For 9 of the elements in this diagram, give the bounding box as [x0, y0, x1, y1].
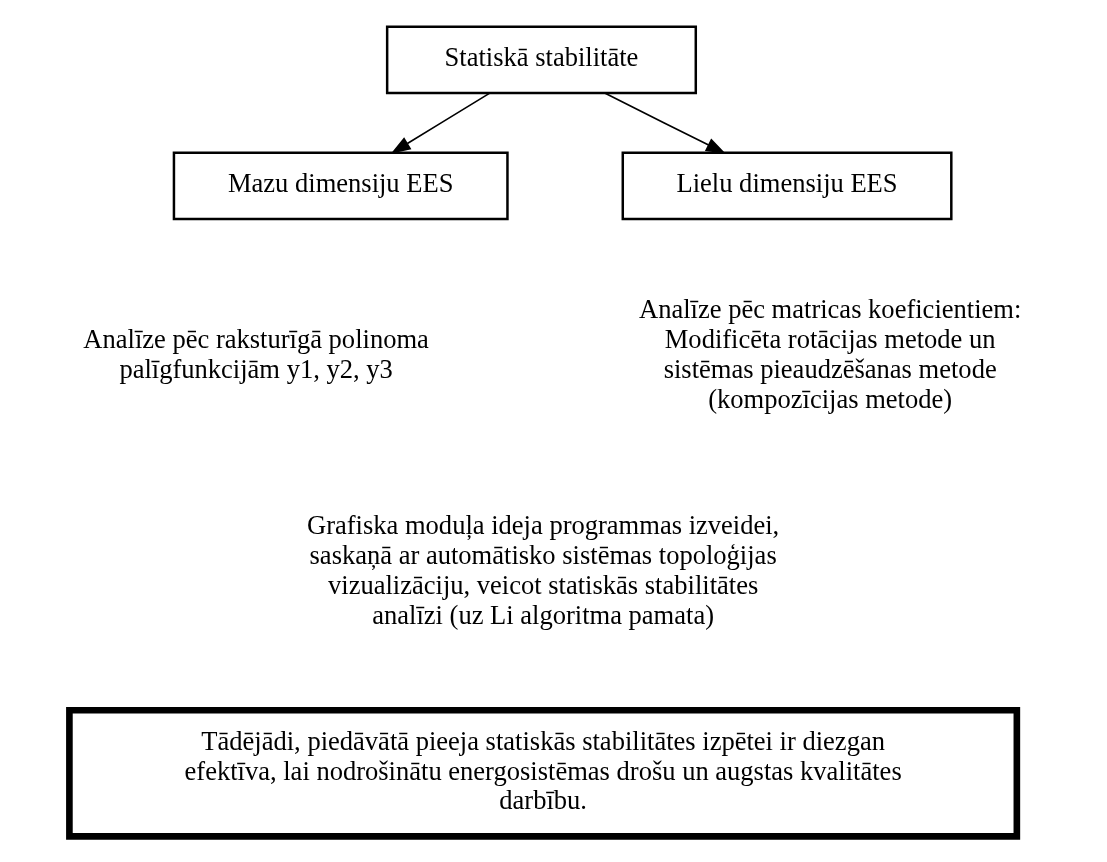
label: Analīze pēc raksturīgā polinoma palīgfunkcijām y1, y2, y3	[83, 323, 429, 384]
node-box: Statiskā stabilitāte	[385, 24, 698, 94]
arrow	[603, 91, 726, 154]
node-box: Mazu dimensiju EES	[172, 151, 509, 220]
node-box: Tādējādi, piedāvātā pieeja statiskās stabilitātes izpētei ir diezgan efektīva, lai nodrošinātu energosistēmas drošu un augstas kvalitātes darbību.	[66, 706, 1021, 840]
label: Analīze pēc matricas koeficientiem: Modificēta rotācijas metode un sistēmas pieaudzēšanas metode (kompozīcijas metode)	[639, 293, 1022, 414]
node-box: Lielu dimensiju EES	[621, 151, 953, 220]
label: Grafiska moduļa ideja programmas izveidei, saskaņā ar automātisko sistēmas topoloģijas vizualizāciju, veicot statiskās stabilitātes analīzi (uz Li algoritma pamata)	[307, 509, 780, 630]
arrow	[390, 91, 491, 154]
